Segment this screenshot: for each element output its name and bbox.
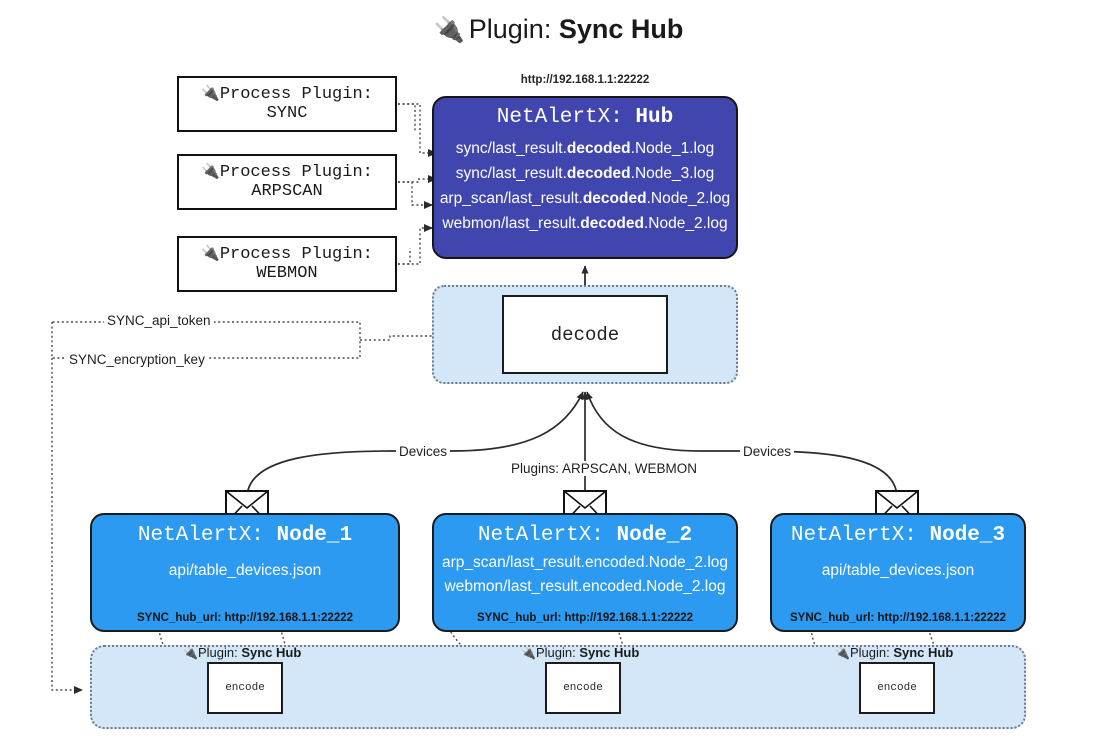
edge-sync-branch (398, 103, 416, 132)
edge-sync-to-log1 (398, 103, 437, 157)
plug-icon: 🔌 (201, 83, 220, 102)
node2-title: NetAlertX: Node_2 (477, 524, 693, 547)
process-plugin-sync-line1: 🔌Process Plugin: (201, 83, 373, 104)
process-plugin-sync-box[interactable]: 🔌Process Plugin: SYNC (177, 76, 397, 132)
plug-icon: 🔌 (201, 161, 220, 180)
node3-hub-url: SYNC_hub_url: http://192.168.1.1:22222 (789, 612, 1007, 624)
plug-icon: 🔌 (433, 16, 465, 44)
plugin-label-node2: 🔌Plugin: Sync Hub (521, 645, 640, 660)
node2-line-2: webmon/last_result.encoded.Node_2.log (444, 578, 726, 596)
hub-log-line-1: sync/last_result.decoded.Node_1.log (455, 140, 715, 157)
hub-title: NetAlertX: Hub (496, 106, 674, 129)
hub-box[interactable]: NetAlertX: Hub sync/last_result.decoded.… (432, 96, 738, 259)
node-box-node2[interactable]: NetAlertX: Node_2 arp_scan/last_result.e… (432, 513, 738, 632)
plug-icon: 🔌 (521, 646, 536, 660)
edge-key-to-encode-band (51, 358, 83, 694)
process-plugin-sync-line2: SYNC (266, 104, 308, 123)
encode-box-node2[interactable]: encode (545, 662, 621, 714)
page-title-prefix: Plugin: (468, 14, 559, 44)
process-plugin-webmon-line1: 🔌Process Plugin: (201, 243, 373, 264)
edge-webmon-to-log4 (398, 224, 433, 265)
process-plugin-webmon-box[interactable]: 🔌Process Plugin: WEBMON (177, 236, 397, 292)
edge-arpscan-to-log2 (398, 175, 437, 183)
plug-icon: 🔌 (835, 646, 850, 660)
plug-icon: 🔌 (183, 646, 198, 660)
edge-label-api-token: SYNC_api_token (104, 313, 214, 328)
hub-log-line-4: webmon/last_result.decoded.Node_2.log (442, 215, 728, 233)
process-plugin-webmon-line2: WEBMON (256, 264, 318, 283)
page-title: 🔌Plugin: Sync Hub (0, 14, 1117, 45)
hub-log-line-2: sync/last_result.decoded.Node_3.log (455, 165, 715, 183)
node2-line-1: arp_scan/last_result.encoded.Node_2.log (441, 554, 729, 571)
edge-label-devices-left: Devices (396, 444, 451, 459)
edge-arpscan-to-log3 (398, 181, 433, 209)
edge-label-encryption-key: SYNC_encryption_key (66, 352, 208, 367)
node3-title: NetAlertX: Node_3 (790, 524, 1006, 547)
hub-log-line-3: arp_scan/last_result.decoded.Node_2.log (439, 190, 731, 208)
plugin-label-node3: 🔌Plugin: Sync Hub (835, 645, 954, 660)
node1-line-1: api/table_devices.json (168, 562, 322, 579)
encode-box-node3[interactable]: encode (859, 662, 935, 714)
edge-webmon-branch (398, 248, 411, 265)
process-plugin-arpscan-line1: 🔌Process Plugin: (201, 161, 373, 182)
plugin-label-node1: 🔌Plugin: Sync Hub (183, 645, 302, 660)
node3-line-1: api/table_devices.json (821, 562, 975, 579)
process-plugin-arpscan-box[interactable]: 🔌Process Plugin: ARPSCAN (177, 154, 397, 210)
encode-box-node1[interactable]: encode (207, 662, 283, 714)
node-box-node1[interactable]: NetAlertX: Node_1 api/table_devices.json… (90, 513, 400, 632)
node1-hub-url: SYNC_hub_url: http://192.168.1.1:22222 (136, 612, 354, 624)
hub-url-label: http://192.168.1.1:22222 (520, 74, 650, 86)
decode-box[interactable]: decode (502, 295, 668, 374)
node-box-node3[interactable]: NetAlertX: Node_3 api/table_devices.json… (770, 513, 1026, 632)
edge-label-plugins-center: Plugins: ARPSCAN, WEBMON (508, 461, 701, 476)
plug-icon: 🔌 (201, 243, 220, 262)
node2-hub-url: SYNC_hub_url: http://192.168.1.1:22222 (476, 612, 694, 624)
page-title-name: Sync Hub (558, 14, 684, 44)
node1-title: NetAlertX: Node_1 (137, 524, 353, 547)
edge-label-devices-right: Devices (740, 444, 795, 459)
process-plugin-arpscan-line2: ARPSCAN (251, 182, 323, 201)
